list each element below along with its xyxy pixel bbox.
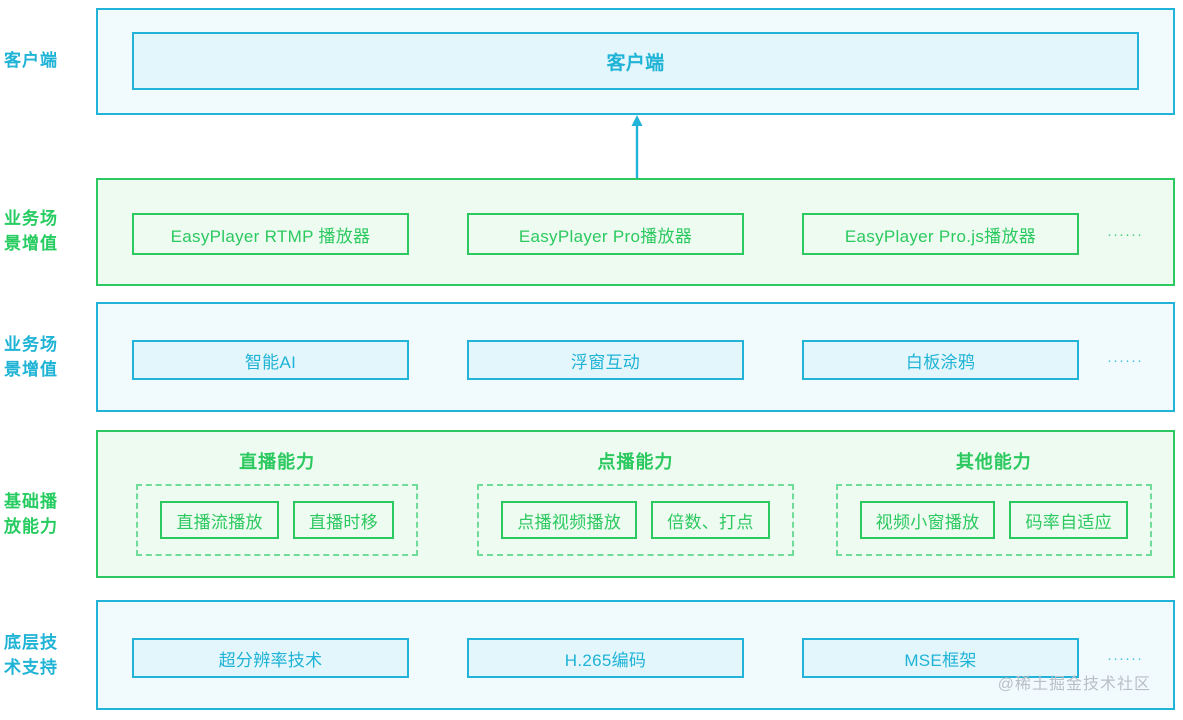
chip-super-resolution[interactable]: 超分辨率技术 bbox=[132, 638, 409, 678]
panel-value-added: 智能AI 浮窗互动 白板涂鸦 ······ bbox=[96, 302, 1175, 412]
capability-dashed-live: 直播流播放 直播时移 bbox=[136, 484, 419, 556]
capability-columns: 直播能力 直播流播放 直播时移 点播能力 点播视频播放 倍数、打点 其他能力 视… bbox=[98, 432, 1173, 576]
chip-group-foundation: 超分辨率技术 H.265编码 MSE框架 ······ bbox=[98, 638, 1173, 678]
chip-client[interactable]: 客户端 bbox=[132, 32, 1139, 90]
chip-floating-window[interactable]: 浮窗互动 bbox=[467, 340, 744, 380]
chip-group-value-added: 智能AI 浮窗互动 白板涂鸦 ······ bbox=[98, 340, 1173, 380]
row-label-capability: 基础播 放能力 bbox=[4, 492, 58, 536]
panel-foundation: 超分辨率技术 H.265编码 MSE框架 ······ @稀土掘金技术社区 bbox=[96, 600, 1175, 710]
capability-dashed-other: 视频小窗播放 码率自适应 bbox=[835, 484, 1152, 556]
capability-title-vod: 点播能力 bbox=[597, 452, 674, 472]
chip-group-players: EasyPlayer RTMP 播放器 EasyPlayer Pro播放器 Ea… bbox=[98, 213, 1173, 255]
chip-smart-ai[interactable]: 智能AI bbox=[132, 340, 409, 380]
row-label-value-added: 业务场 景增值 bbox=[4, 335, 58, 379]
ellipsis-players: ······ bbox=[1107, 225, 1143, 243]
panel-capability: 直播能力 直播流播放 直播时移 点播能力 点播视频播放 倍数、打点 其他能力 视… bbox=[96, 430, 1175, 578]
capability-column-live: 直播能力 直播流播放 直播时移 bbox=[98, 432, 456, 576]
capability-column-vod: 点播能力 点播视频播放 倍数、打点 bbox=[456, 432, 814, 576]
capability-column-other: 其他能力 视频小窗播放 码率自适应 bbox=[815, 432, 1173, 576]
chip-easyplayer-rtmp[interactable]: EasyPlayer RTMP 播放器 bbox=[132, 213, 409, 255]
watermark: @稀土掘金技术社区 bbox=[997, 676, 1151, 693]
capability-title-other: 其他能力 bbox=[955, 452, 1032, 472]
chip-bitrate-adaptive[interactable]: 码率自适应 bbox=[1009, 501, 1128, 539]
ellipsis-value-added: ······ bbox=[1107, 351, 1143, 369]
chip-easyplayer-pro[interactable]: EasyPlayer Pro播放器 bbox=[467, 213, 744, 255]
chip-mse-framework[interactable]: MSE框架 bbox=[802, 638, 1079, 678]
chip-whiteboard[interactable]: 白板涂鸦 bbox=[802, 340, 1079, 380]
row-label-players: 业务场 景增值 bbox=[4, 209, 58, 253]
ellipsis-foundation: ······ bbox=[1107, 649, 1143, 667]
chip-live-timeshift[interactable]: 直播时移 bbox=[292, 501, 395, 539]
row-label-foundation: 底层技 术支持 bbox=[4, 633, 58, 677]
capability-title-live: 直播能力 bbox=[239, 452, 316, 472]
chip-live-stream-play[interactable]: 直播流播放 bbox=[160, 501, 279, 539]
panel-players: EasyPlayer RTMP 播放器 EasyPlayer Pro播放器 Ea… bbox=[96, 178, 1175, 286]
capability-dashed-vod: 点播视频播放 倍数、打点 bbox=[477, 484, 794, 556]
chip-pip-play[interactable]: 视频小窗播放 bbox=[859, 501, 996, 539]
chip-easyplayer-projs[interactable]: EasyPlayer Pro.js播放器 bbox=[802, 213, 1079, 255]
chip-h265-encoding[interactable]: H.265编码 bbox=[467, 638, 744, 678]
chip-speed-and-marker[interactable]: 倍数、打点 bbox=[651, 501, 770, 539]
row-label-client: 客户端 bbox=[4, 51, 58, 70]
arrow-up-icon bbox=[630, 115, 644, 178]
chip-vod-video-play[interactable]: 点播视频播放 bbox=[501, 501, 638, 539]
panel-client: 客户端 bbox=[96, 8, 1175, 115]
